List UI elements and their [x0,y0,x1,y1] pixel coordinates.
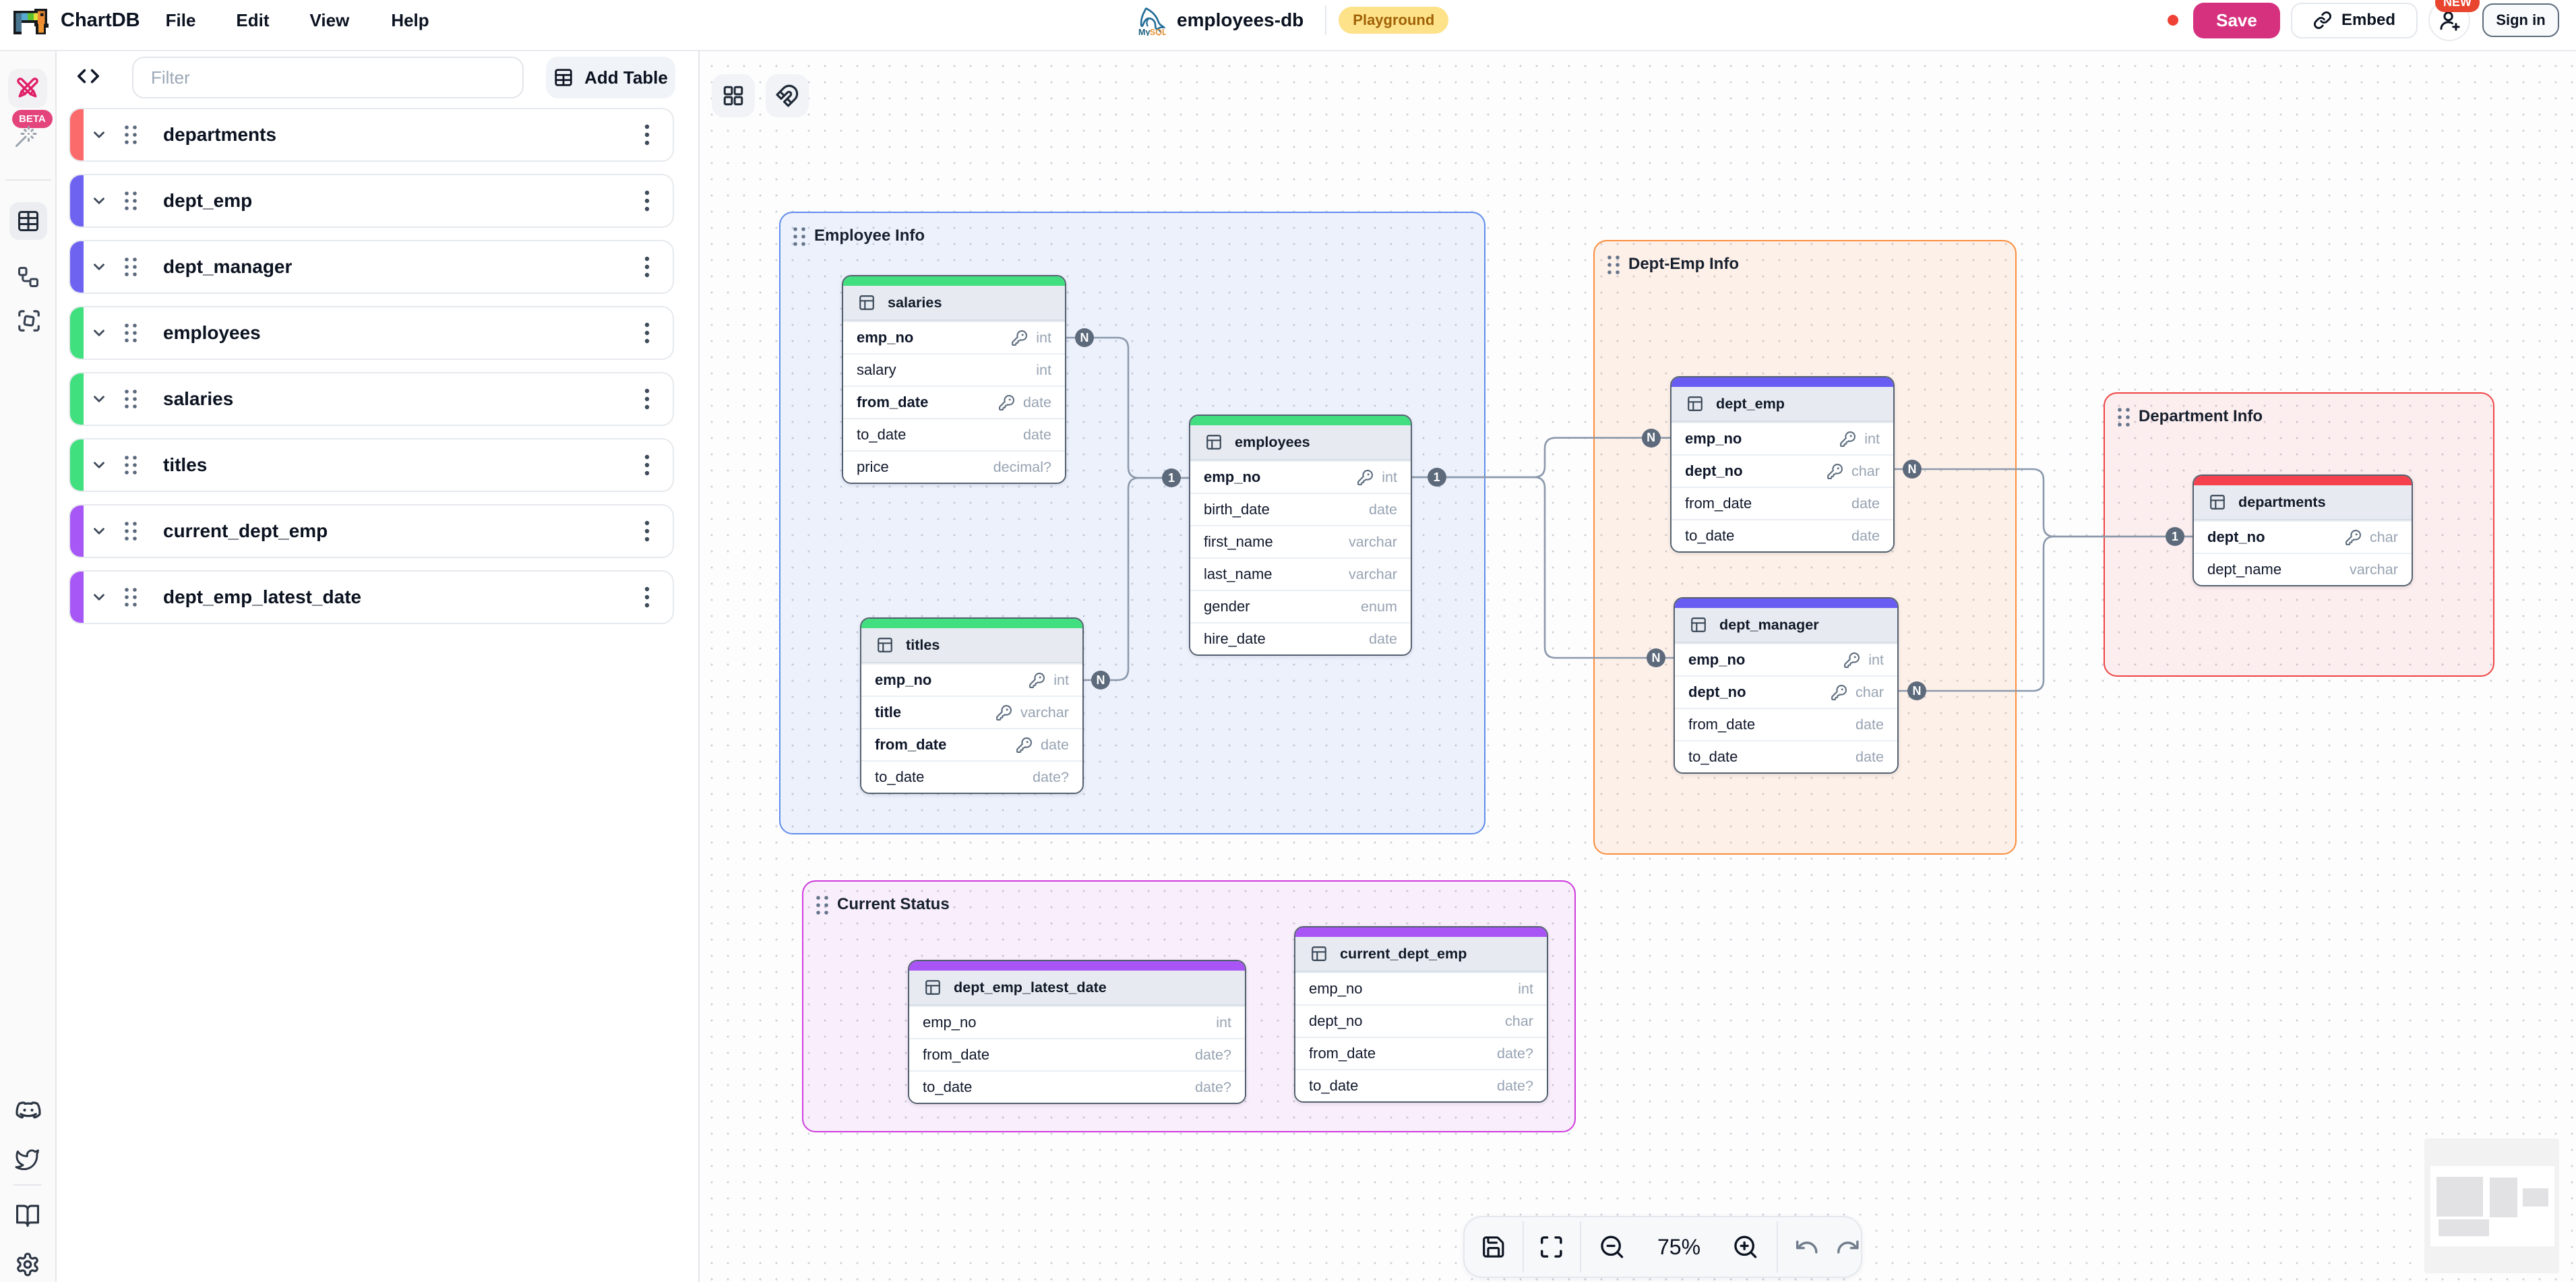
svg-text:SQL: SQL [1150,28,1166,36]
svg-text:My: My [1138,28,1151,36]
